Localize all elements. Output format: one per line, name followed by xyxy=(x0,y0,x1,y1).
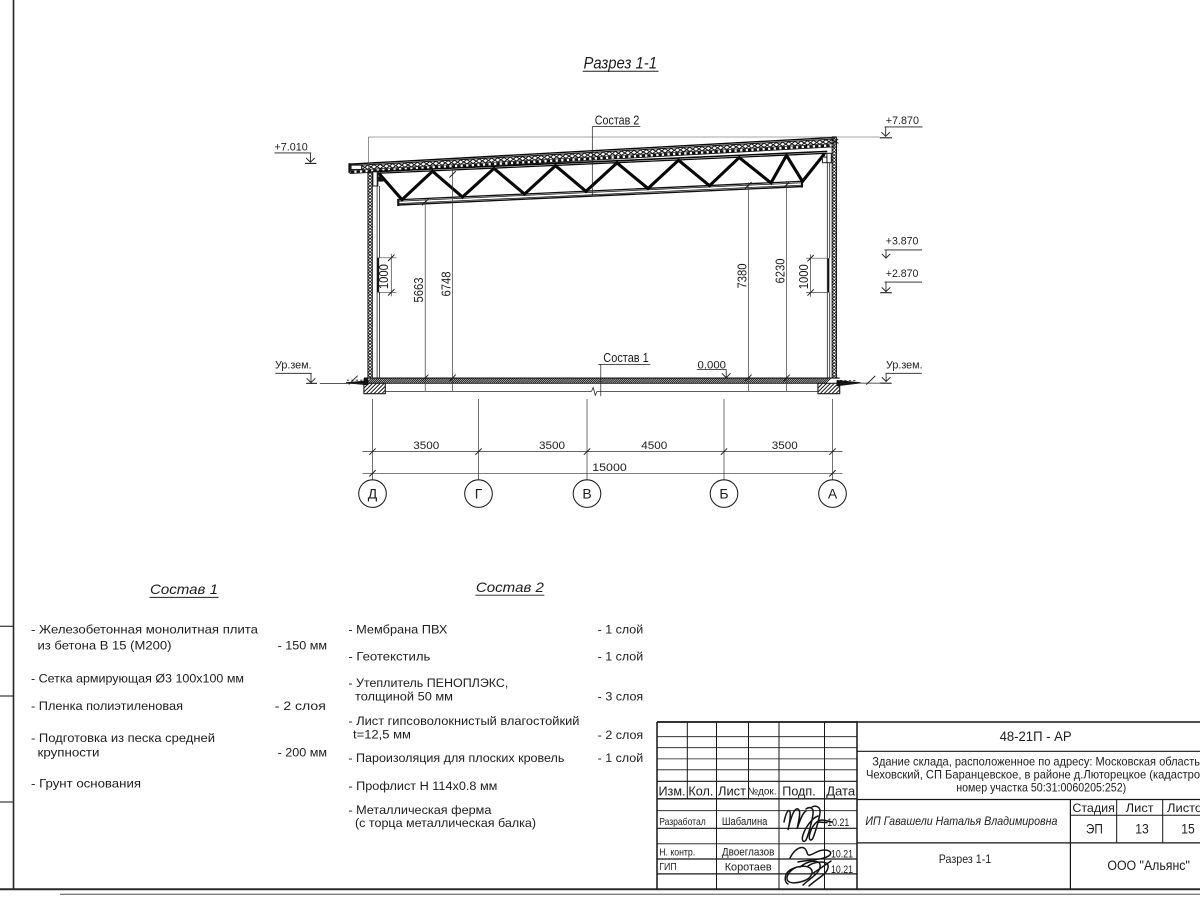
svg-text:ЭП: ЭП xyxy=(1086,822,1103,837)
svg-text:Н. контр.: Н. контр. xyxy=(659,848,695,859)
svg-text:В: В xyxy=(582,486,591,502)
svg-text:ООО "Альянс": ООО "Альянс" xyxy=(1107,858,1190,873)
svg-text:Состав 1: Состав 1 xyxy=(150,582,218,597)
svg-text:7380: 7380 xyxy=(735,264,749,289)
svg-text:Стадия: Стадия xyxy=(1072,801,1115,815)
svg-text:6748: 6748 xyxy=(439,272,453,297)
svg-text:(с торца металлическая балка): (с торца металлическая балка) xyxy=(355,816,536,830)
svg-text:6230: 6230 xyxy=(774,259,788,284)
svg-text:3500: 3500 xyxy=(539,440,565,452)
svg-text:+7.870: +7.870 xyxy=(886,115,919,127)
svg-text:Состав 2: Состав 2 xyxy=(595,113,640,127)
svg-text:№док.: №док. xyxy=(748,787,777,798)
svg-text:13: 13 xyxy=(1135,822,1149,837)
svg-text:15000: 15000 xyxy=(592,462,627,474)
svg-text:номер участка 50:31:0060205:25: номер участка 50:31:0060205:252) xyxy=(956,781,1126,794)
svg-text:толщиной 50 мм: толщиной 50 мм xyxy=(355,690,453,704)
svg-text:3500: 3500 xyxy=(772,440,798,452)
svg-text:А: А xyxy=(828,486,838,502)
svg-text:ГИП: ГИП xyxy=(659,862,677,873)
svg-text:- 1 слой: - 1 слой xyxy=(598,649,644,663)
svg-text:10.21: 10.21 xyxy=(831,864,853,876)
svg-text:- 2 слоя: - 2 слоя xyxy=(598,728,644,742)
svg-text:1000: 1000 xyxy=(797,264,811,289)
svg-text:10.21: 10.21 xyxy=(831,848,853,860)
svg-text:- Подготовка из песка средней: - Подготовка из песка средней xyxy=(31,731,215,745)
svg-text:+2.870: +2.870 xyxy=(886,268,919,280)
svg-text:ИП Гавашели Наталья Владимиров: ИП Гавашели Наталья Владимировна xyxy=(865,814,1057,828)
svg-text:Коротаев: Коротаев xyxy=(725,862,772,874)
svg-text:10.21: 10.21 xyxy=(827,817,849,829)
svg-text:- Утеплитель ПЕНОПЛЭКС,: - Утеплитель ПЕНОПЛЭКС, xyxy=(348,676,508,690)
svg-text:Б: Б xyxy=(719,486,728,502)
svg-text:Г: Г xyxy=(475,486,483,502)
svg-text:- 2 слоя: - 2 слоя xyxy=(275,699,326,713)
svg-text:Шабалина: Шабалина xyxy=(722,816,768,828)
svg-text:Разрез 1-1: Разрез 1-1 xyxy=(584,54,658,72)
svg-text:Подп.: Подп. xyxy=(782,784,816,799)
svg-text:- Металлическая ферма: - Металлическая ферма xyxy=(348,803,491,817)
svg-text:Состав 2: Состав 2 xyxy=(476,580,544,595)
svg-text:Двоеглазов: Двоеглазов xyxy=(722,847,775,859)
svg-text:- 200 мм: - 200 мм xyxy=(278,745,328,759)
svg-text:1000: 1000 xyxy=(377,264,391,289)
svg-text:- Лист гипсоволокнистый влагос: - Лист гипсоволокнистый влагостойкий xyxy=(348,714,579,728)
svg-text:48-21П - АР: 48-21П - АР xyxy=(1000,729,1072,745)
svg-text:Разработал: Разработал xyxy=(659,816,706,828)
svg-text:Кол.: Кол. xyxy=(688,784,713,799)
svg-text:Разрез 1-1: Разрез 1-1 xyxy=(939,852,992,866)
svg-text:- Железобетонная монолитная п: - Железобетонная монолитная плита xyxy=(31,623,258,637)
svg-text:крупности: крупности xyxy=(38,745,100,759)
svg-text:- 3 слоя: - 3 слоя xyxy=(598,690,644,704)
svg-text:- Пленка полиэтиленовая: - Пленка полиэтиленовая xyxy=(31,699,183,713)
svg-text:4500: 4500 xyxy=(641,440,667,452)
svg-text:Чеховский, СП Баранцевское, в: Чеховский, СП Баранцевское, в районе д.Л… xyxy=(866,768,1200,781)
svg-text:- 1 слой: - 1 слой xyxy=(598,623,644,637)
svg-text:- Грунт основания: - Грунт основания xyxy=(31,777,141,791)
svg-text:t=12,5 мм: t=12,5 мм xyxy=(353,727,411,741)
svg-text:3500: 3500 xyxy=(413,440,439,452)
svg-text:Ур.зем.: Ур.зем. xyxy=(886,359,923,371)
svg-text:- Сетка армирующая Ø3 100х100: - Сетка армирующая Ø3 100х100 мм xyxy=(31,671,244,685)
svg-text:- Пароизоляция для плоских кро: - Пароизоляция для плоских кровель xyxy=(348,751,564,765)
svg-text:Лист: Лист xyxy=(1126,801,1155,815)
svg-text:Лист: Лист xyxy=(718,784,746,799)
svg-text:Состав 1: Состав 1 xyxy=(603,351,649,365)
svg-text:Д: Д xyxy=(368,486,378,502)
svg-text:Здание склада, расположенное п: Здание склада, расположенное по адресу: … xyxy=(872,755,1200,768)
svg-text:0.000: 0.000 xyxy=(698,359,727,371)
svg-text:- 1 слой: - 1 слой xyxy=(598,751,644,765)
svg-text:- 150 мм: - 150 мм xyxy=(278,638,328,652)
svg-text:Листов: Листов xyxy=(1167,801,1200,815)
svg-text:- Профлист Н 114х0.8 мм: - Профлист Н 114х0.8 мм xyxy=(348,779,497,793)
svg-text:- Мембрана ПВХ: - Мембрана ПВХ xyxy=(348,623,447,637)
svg-text:Изм.: Изм. xyxy=(659,784,686,799)
svg-text:15: 15 xyxy=(1181,822,1195,837)
svg-text:+7.010: +7.010 xyxy=(275,142,308,154)
svg-text:из бетона В 15 (М200): из бетона В 15 (М200) xyxy=(38,638,172,652)
svg-text:Дата: Дата xyxy=(826,784,856,799)
svg-text:- Геотекстиль: - Геотекстиль xyxy=(348,649,430,663)
svg-text:+3.870: +3.870 xyxy=(886,236,919,248)
svg-text:5663: 5663 xyxy=(412,278,426,303)
svg-text:Ур.зем.: Ур.зем. xyxy=(275,359,312,371)
